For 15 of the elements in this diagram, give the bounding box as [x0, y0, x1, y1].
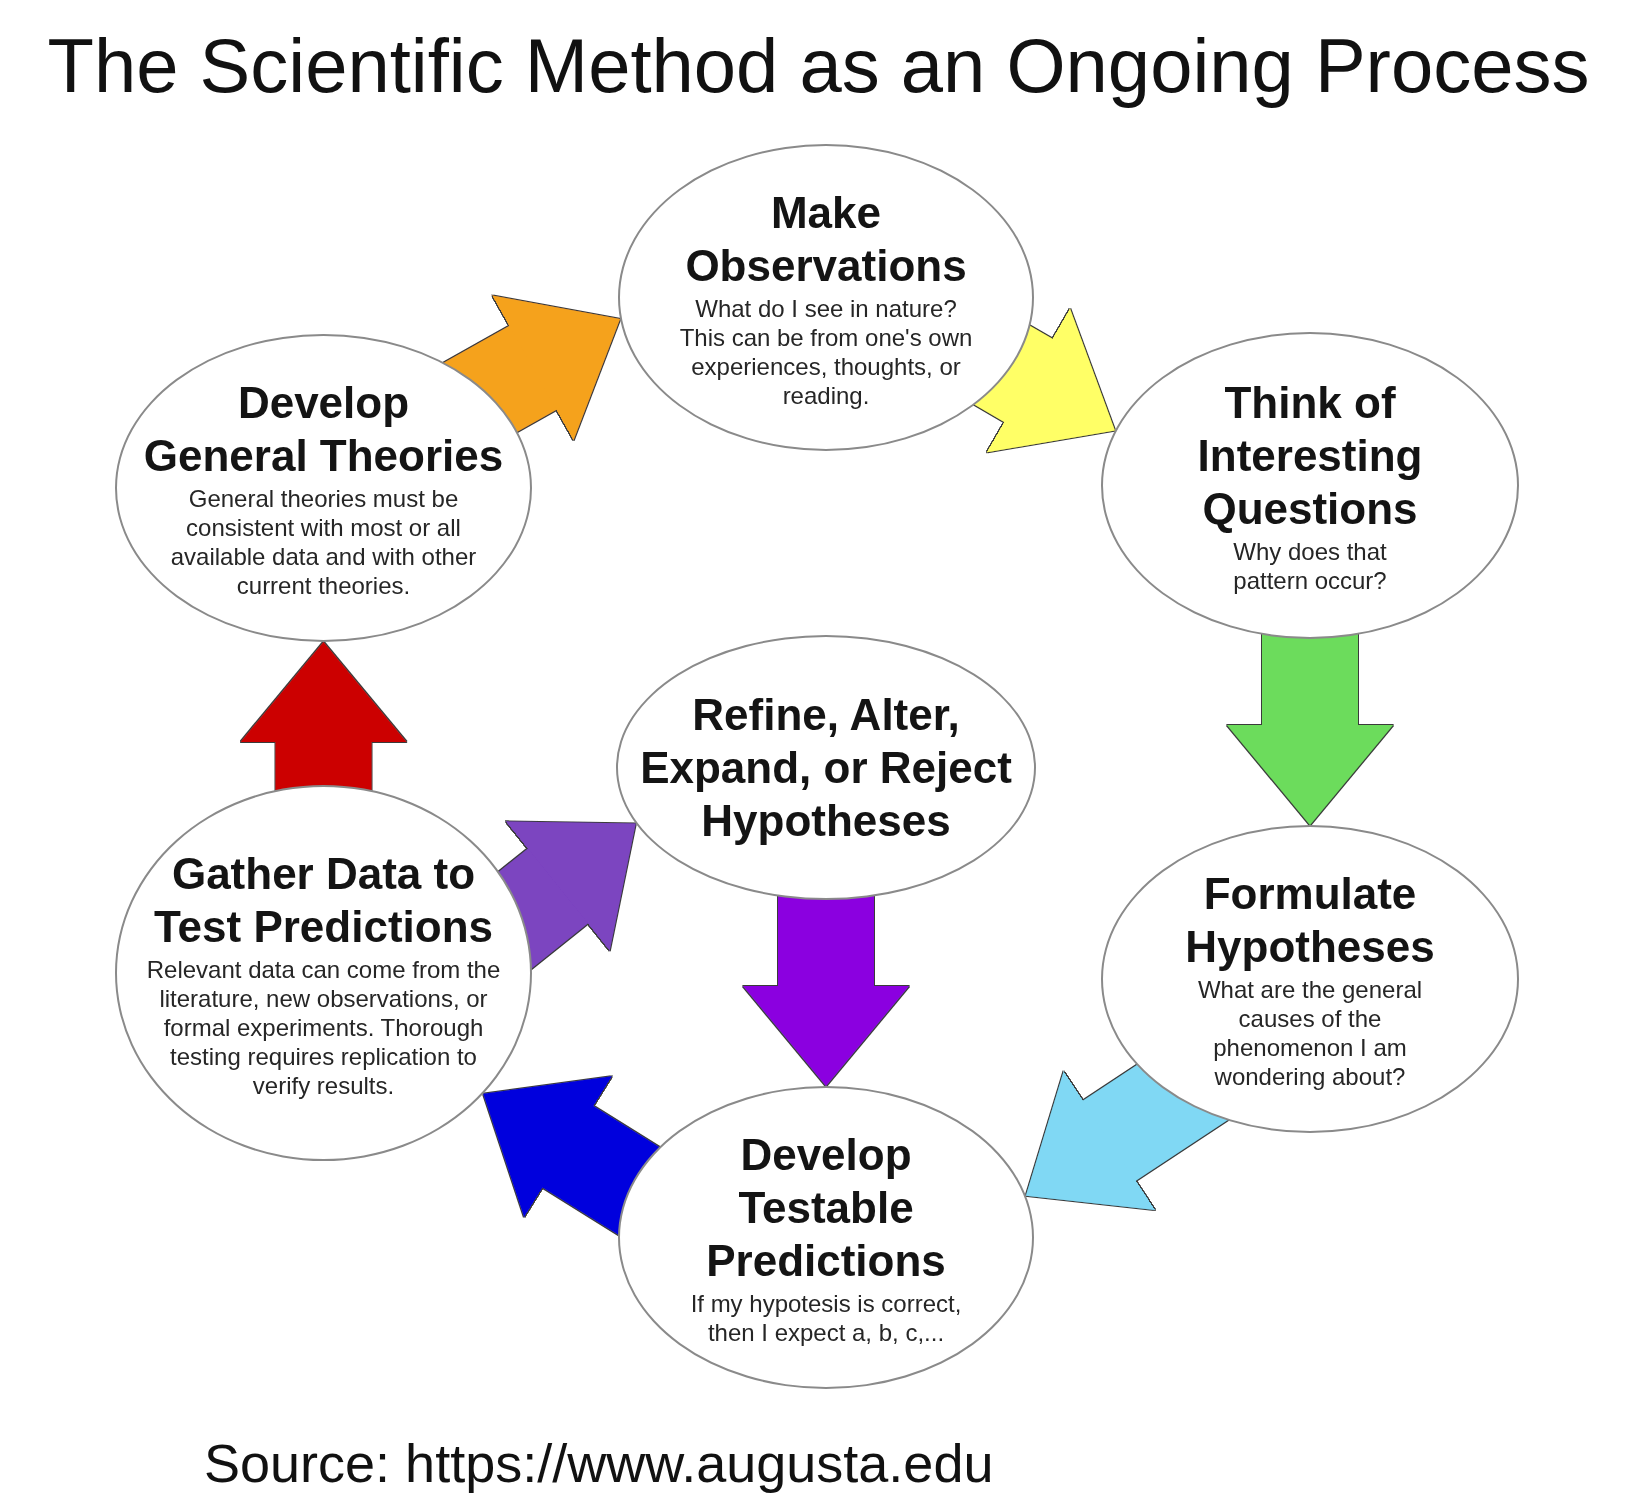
step-heading: Gather Data to Test Predictions: [152, 847, 494, 953]
step-description: General theories must be consistent with most or all available data and with other current theories.: [169, 484, 478, 600]
step-heading: Think of Interesting Questions: [1196, 377, 1424, 535]
step-heading: Refine, Alter, Expand, or Reject Hypotheses: [639, 689, 1013, 847]
step-heading: Develop Testable Predictions: [705, 1129, 947, 1287]
step-description: What do I see in nature? This can be from one's own experiences, thoughts, or reading.: [678, 293, 974, 410]
step-description: Relevant data can come from the literature, new observations, or formal experiments. Thorough testing requires replication to verify results.: [145, 954, 502, 1100]
block-arrow: [240, 642, 407, 792]
step-description: If my hypotesis is correct, then I expect a, b, c,...: [689, 1289, 963, 1347]
step-description: Why does that pattern occur?: [1232, 537, 1388, 595]
step-heading: Develop General Theories: [142, 377, 505, 482]
step-heading: Formulate Hypotheses: [1184, 868, 1436, 973]
step-description: What are the general causes of the phenomenon I am wondering about?: [1196, 975, 1424, 1091]
block-arrow: [1227, 633, 1393, 825]
step-heading: Make Observations: [684, 186, 968, 292]
